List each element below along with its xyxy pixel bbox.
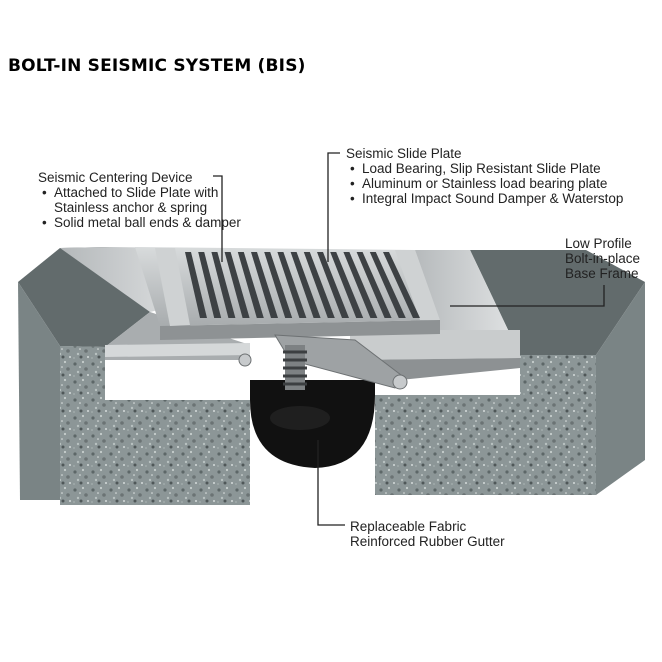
- slide-plate-bullet: Aluminum or Stainless load bearing plate: [346, 176, 623, 191]
- page-title: BOLT-IN SEISMIC SYSTEM (BIS): [8, 56, 306, 76]
- seismic-centering-device-callout: Seismic Centering Device Attached to Sli…: [38, 170, 241, 230]
- leader-lines: [213, 152, 605, 526]
- slide-plate-stripe: [343, 252, 378, 318]
- base-frame-line: Low Profile: [565, 236, 632, 251]
- base-frame-callout: Low Profile Bolt-in-place Base Frame: [565, 236, 640, 281]
- slide-plate-stripe: [303, 252, 335, 318]
- rubber-gutter: [250, 380, 375, 468]
- slip-resistant-stripes: [185, 252, 420, 318]
- centering-bullet: Attached to Slide Plate with: [38, 185, 241, 200]
- centering-bullet-continuation: Stainless anchor & spring: [54, 200, 208, 215]
- seismic-slide-plate-callout: Seismic Slide Plate Load Bearing, Slip R…: [346, 146, 623, 206]
- base-frame-line: Base Frame: [565, 266, 639, 281]
- slide-plate-stripe: [237, 252, 264, 318]
- rubber-gutter-callout: Replaceable Fabric Reinforced Rubber Gut…: [350, 519, 505, 549]
- right-concrete-block: [375, 250, 645, 495]
- slide-plate-stripe: [330, 252, 364, 318]
- centering-heading: Seismic Centering Device: [38, 170, 193, 185]
- slide-plate-stripe: [356, 252, 392, 318]
- slide-plate-stripe: [317, 252, 349, 318]
- slide-plate-stripe: [211, 252, 236, 318]
- slide-plate-stripe: [224, 252, 250, 318]
- gutter-line: Replaceable Fabric: [350, 519, 467, 534]
- gutter-line: Reinforced Rubber Gutter: [350, 534, 505, 549]
- slide-plate-heading: Seismic Slide Plate: [346, 146, 462, 161]
- slide-plate-stripe: [383, 252, 420, 318]
- slide-plate-stripe: [251, 252, 278, 318]
- seismic-centering-device: [238, 334, 408, 390]
- slide-plate-stripe: [264, 252, 293, 318]
- slide-plate-stripe: [185, 252, 207, 318]
- slide-plate-stripe: [369, 252, 406, 318]
- slide-plate-bullet: Load Bearing, Slip Resistant Slide Plate: [346, 161, 623, 176]
- centering-bullet: Solid metal ball ends & damper: [38, 215, 241, 230]
- slide-plate-stripe: [198, 252, 222, 318]
- slide-plate-stripe: [290, 252, 321, 318]
- slide-plate-stripe: [277, 252, 307, 318]
- slide-plate-bullet: Integral Impact Sound Damper & Waterstop: [346, 191, 623, 206]
- base-frame-line: Bolt-in-place: [565, 251, 641, 266]
